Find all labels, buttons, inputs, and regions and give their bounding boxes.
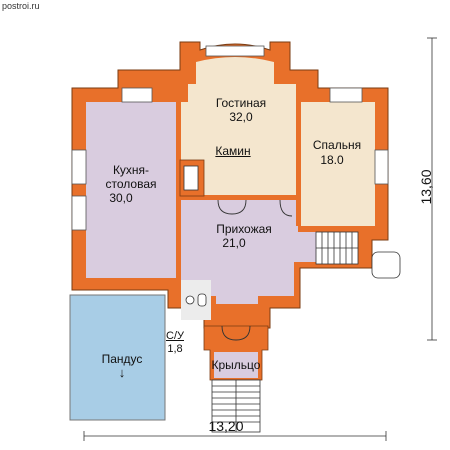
window-bedroom-side (374, 149, 389, 185)
porch-name: Крыльцо (211, 358, 261, 372)
wall-living-hall (176, 195, 298, 200)
wc-floor (181, 280, 211, 320)
window-kitchen-2 (71, 195, 87, 231)
door-bedroom (279, 199, 293, 217)
porch-door (221, 325, 251, 341)
kitchen-floor (86, 102, 176, 278)
door-living-hall (217, 199, 247, 215)
bedroom-floor (301, 102, 375, 226)
kitchen-area: 30,0 (109, 191, 133, 205)
wall-bedroom-stair (301, 226, 375, 232)
width-dimension: 13,20 (208, 418, 244, 434)
wc-area: 1,8 (167, 343, 183, 355)
site-watermark: postroi.ru (2, 1, 40, 11)
bedroom-area: 18.0 (320, 153, 344, 167)
kitchen-name-2: столовая (105, 177, 157, 191)
ramp-arrow: ↓ (118, 365, 126, 380)
hall-floor (181, 200, 358, 304)
hall-area: 21,0 (222, 236, 246, 250)
bedroom-name: Спальня (312, 138, 362, 152)
kitchen-name-1: Кухня- (112, 163, 150, 177)
fireplace-label: Камин (215, 144, 251, 158)
hall-name: Прихожая (216, 222, 272, 236)
wc-sink (185, 295, 195, 305)
wall-kitchen-living (176, 102, 181, 200)
porch-floor (214, 352, 258, 378)
window-kitchen-1 (71, 149, 87, 185)
wc-name: С/У (166, 330, 184, 342)
wall-kitchen-hall (176, 200, 181, 296)
living-floor (176, 57, 296, 196)
wc-toilet (197, 293, 207, 307)
side-steps (371, 251, 401, 279)
front-stairs (211, 379, 261, 433)
fireplace-box (183, 165, 199, 191)
ramp-area (69, 294, 166, 421)
dimension-lines (83, 37, 437, 441)
staircase (315, 231, 359, 265)
living-name: Гостиная (215, 96, 267, 110)
ramp-name: Пандус (101, 352, 143, 366)
window-bedroom-top (329, 87, 363, 103)
window-living-bay (205, 45, 265, 57)
depth-dimension: 13,60 (418, 169, 434, 205)
window-kitchen-top (121, 87, 153, 103)
living-area: 32,0 (229, 110, 253, 124)
wall-living-bedroom (296, 102, 301, 226)
